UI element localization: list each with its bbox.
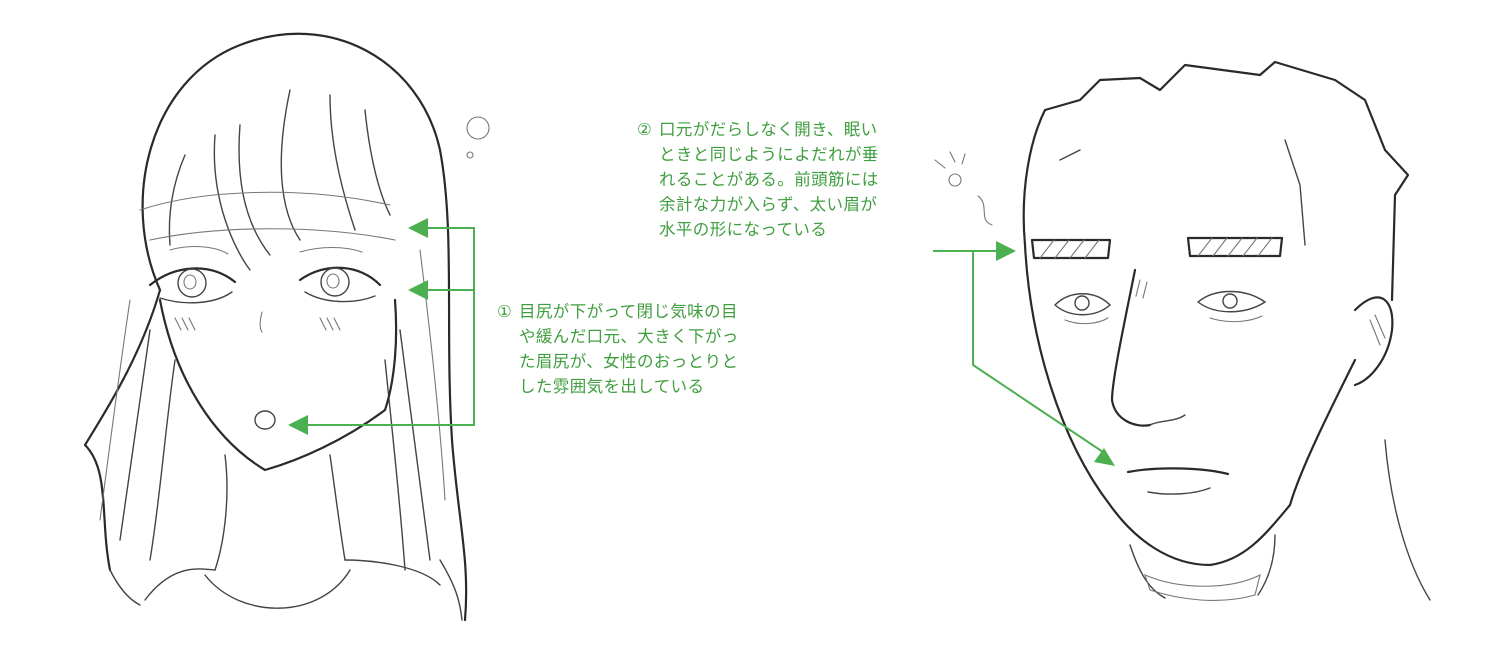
annotation-1-line-3: た眉尻が、女性のおっとりと	[519, 352, 739, 371]
annotation-1-number: ①	[497, 302, 513, 321]
annotation-2-number: ②	[637, 120, 653, 139]
annotation-1: ① 目尻が下がって閉じ気味の目 や緩んだ口元、大きく下がっ た眉尻が、女性のおっと…	[497, 299, 739, 399]
right-annotation-arrows	[933, 241, 1115, 466]
annotation-2: ② 口元がだらしなく開き、眠い ときと同じようによだれが垂 れることがある。前頭筋…	[637, 117, 879, 242]
annotation-2-line-5: 水平の形になっている	[659, 220, 828, 239]
annotation-2-line-1: 口元がだらしなく開き、眠い	[659, 120, 878, 139]
annotation-1-line-1: 目尻が下がって閉じ気味の目	[519, 302, 738, 321]
left-annotation-arrows	[288, 218, 475, 435]
annotation-2-line-2: ときと同じようによだれが垂	[659, 145, 879, 164]
man-sketch	[934, 60, 1431, 601]
annotation-2-line-4: 余計な力が入らず、太い眉が	[659, 195, 878, 214]
girl-sketch	[83, 32, 490, 622]
annotation-1-line-2: や緩んだ口元、大きく下がっ	[519, 327, 739, 346]
annotation-2-line-3: れることがある。前頭筋には	[659, 170, 879, 189]
annotation-1-line-4: した雰囲気を出している	[519, 377, 705, 396]
